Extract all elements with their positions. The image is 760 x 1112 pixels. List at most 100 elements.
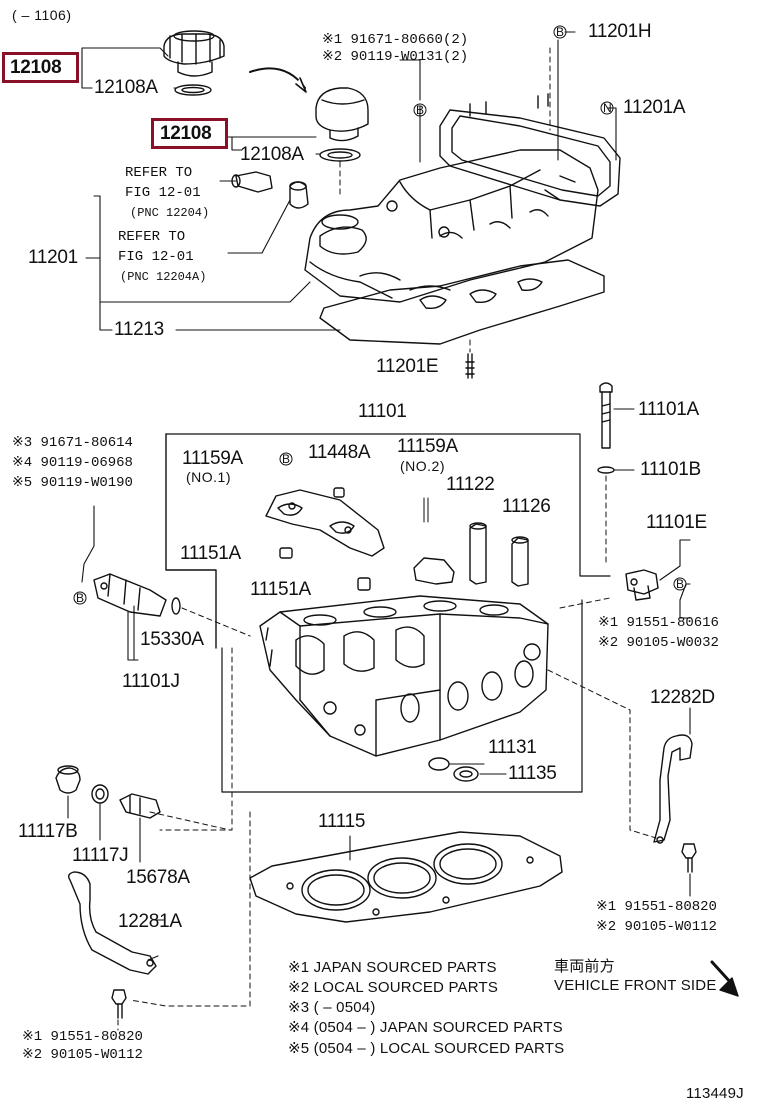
diagram-id: 113449J bbox=[686, 1085, 744, 1102]
head-bolt[interactable] bbox=[599, 382, 613, 449]
cover-gasket[interactable] bbox=[439, 93, 621, 207]
legend-line-4: ※4 (0504 – ) JAPAN SOURCED PARTS bbox=[288, 1019, 563, 1036]
part-12281a[interactable]: 12281A bbox=[118, 911, 182, 932]
part-15678a[interactable]: 15678A bbox=[126, 867, 190, 888]
cam-bearing-cap[interactable] bbox=[413, 557, 455, 585]
part-12108-top[interactable]: 12108 bbox=[10, 57, 62, 78]
part-12108a-top[interactable]: 12108A bbox=[94, 77, 158, 98]
refer2-line2[interactable]: FIG 12-01 bbox=[118, 249, 194, 265]
marker-b-5: B bbox=[76, 591, 84, 605]
oil-control-valve[interactable] bbox=[93, 573, 167, 617]
cam-position-sensor[interactable] bbox=[625, 569, 659, 601]
part-15330a[interactable]: 15330A bbox=[140, 629, 204, 650]
part-11101a[interactable]: 11101A bbox=[638, 399, 699, 420]
ref-bl-2: ※2 90105-W0112 bbox=[22, 1047, 143, 1063]
ref-br-1: ※1 91551-80820 bbox=[596, 899, 717, 915]
part-11101j[interactable]: 11101J bbox=[122, 671, 180, 692]
seal-plug[interactable] bbox=[453, 766, 479, 782]
ref-top-2: ※2 90119-W0131(2) bbox=[322, 49, 469, 65]
part-11159a-no1-note: (NO.1) bbox=[186, 469, 231, 485]
hanger-bolt-rear[interactable] bbox=[111, 989, 127, 1019]
marker-b-2: B bbox=[416, 103, 424, 117]
legend-line-1: ※1 JAPAN SOURCED PARTS bbox=[288, 959, 497, 976]
part-11101[interactable]: 11101 bbox=[358, 401, 407, 422]
ref-left-5: ※5 90119-W0190 bbox=[12, 475, 133, 491]
marker-circles bbox=[73, 25, 687, 605]
engine-hanger-front[interactable] bbox=[653, 734, 693, 844]
refer1-line1[interactable]: REFER TO bbox=[125, 165, 193, 181]
gasket-ring-top[interactable] bbox=[174, 84, 212, 96]
engine-hanger-rear[interactable] bbox=[67, 871, 157, 975]
marker-b-1: B bbox=[556, 25, 564, 39]
marker-b-3: B bbox=[282, 452, 290, 466]
part-11201a[interactable]: 11201A bbox=[623, 97, 686, 118]
gasket-washer[interactable] bbox=[91, 784, 109, 804]
ref-bl-1: ※1 91551-80820 bbox=[22, 1029, 143, 1045]
stud-pin[interactable] bbox=[423, 497, 429, 523]
part-11101e[interactable]: 11101E bbox=[646, 512, 707, 533]
marker-b-4: B bbox=[676, 577, 684, 591]
ref-right-2: ※2 90105-W0032 bbox=[598, 635, 719, 651]
oil-filler-cap-mid[interactable] bbox=[315, 87, 369, 142]
part-11201e[interactable]: 11201E bbox=[376, 356, 439, 377]
union-bolt[interactable] bbox=[55, 765, 81, 794]
part-11117b[interactable]: 11117B bbox=[18, 821, 78, 842]
part-11448a[interactable]: 11448A bbox=[308, 442, 371, 463]
part-11201h[interactable]: 11201H bbox=[588, 21, 652, 42]
range-label: ( – 1106) bbox=[12, 7, 72, 23]
front-label-en: VEHICLE FRONT SIDE bbox=[554, 977, 717, 994]
part-11151a-2[interactable]: 11151A bbox=[250, 579, 311, 600]
front-direction-arrow bbox=[710, 960, 739, 997]
part-11201[interactable]: 11201 bbox=[28, 247, 78, 268]
stud-bolt[interactable] bbox=[465, 353, 475, 379]
head-bolt-washer[interactable] bbox=[597, 466, 615, 474]
part-11131[interactable]: 11131 bbox=[488, 737, 537, 758]
pcv-valve[interactable] bbox=[231, 171, 273, 193]
part-11159a-no2[interactable]: 11159A bbox=[397, 436, 458, 457]
refer2-line1[interactable]: REFER TO bbox=[118, 229, 186, 245]
highlight-box-top bbox=[2, 52, 79, 83]
union-fitting[interactable] bbox=[119, 793, 161, 819]
hole-plug[interactable] bbox=[428, 757, 450, 771]
valve-guide-intake[interactable] bbox=[469, 522, 487, 585]
part-11159a-no1[interactable]: 11159A bbox=[182, 448, 243, 469]
refer2-line3: (PNC 12204A) bbox=[120, 270, 207, 284]
marker-n: N bbox=[603, 101, 612, 115]
pcv-grommet[interactable] bbox=[289, 181, 309, 209]
part-11115[interactable]: 11115 bbox=[318, 811, 366, 832]
camshaft-housing[interactable] bbox=[265, 489, 385, 557]
part-12282d[interactable]: 12282D bbox=[650, 687, 715, 708]
cylinder-head-cover[interactable] bbox=[304, 149, 599, 303]
part-11101b[interactable]: 11101B bbox=[640, 459, 701, 480]
ocv-o-ring[interactable] bbox=[171, 597, 181, 615]
valve-guide-exhaust[interactable] bbox=[511, 536, 529, 587]
ref-left-3: ※3 91671-80614 bbox=[12, 435, 133, 451]
ref-br-2: ※2 90105-W0112 bbox=[596, 919, 717, 935]
refer1-line3: (PNC 12204) bbox=[130, 206, 210, 220]
part-11126[interactable]: 11126 bbox=[502, 496, 551, 517]
part-11135[interactable]: 11135 bbox=[508, 763, 557, 784]
part-11151a-1[interactable]: 11151A bbox=[180, 543, 241, 564]
head-cover-gasket[interactable] bbox=[319, 259, 605, 345]
part-11213[interactable]: 11213 bbox=[114, 319, 164, 340]
refer1-line2[interactable]: FIG 12-01 bbox=[125, 185, 201, 201]
legend-line-5: ※5 (0504 – ) LOCAL SOURCED PARTS bbox=[288, 1040, 565, 1057]
cylinder-head[interactable] bbox=[259, 595, 549, 757]
dowel-pin[interactable] bbox=[279, 487, 371, 591]
part-11122[interactable]: 11122 bbox=[446, 474, 495, 495]
gasket-ring-mid[interactable] bbox=[319, 148, 361, 162]
legend-line-3: ※3 ( – 0504) bbox=[288, 999, 376, 1016]
part-11159a-no2-note: (NO.2) bbox=[400, 458, 445, 474]
part-12108-mid[interactable]: 12108 bbox=[160, 123, 212, 144]
front-label-jp: 車両前方 bbox=[554, 958, 615, 975]
ref-left-4: ※4 90119-06968 bbox=[12, 455, 133, 471]
oil-filler-cap-top[interactable] bbox=[163, 30, 225, 77]
part-11117j[interactable]: 11117J bbox=[72, 845, 129, 866]
highlight-box-mid bbox=[151, 118, 228, 149]
cylinder-head-gasket[interactable] bbox=[249, 831, 563, 923]
part-12108a-mid[interactable]: 12108A bbox=[240, 144, 304, 165]
ref-right-1: ※1 91551-80616 bbox=[598, 615, 719, 631]
hanger-bolt-front[interactable] bbox=[681, 843, 697, 873]
